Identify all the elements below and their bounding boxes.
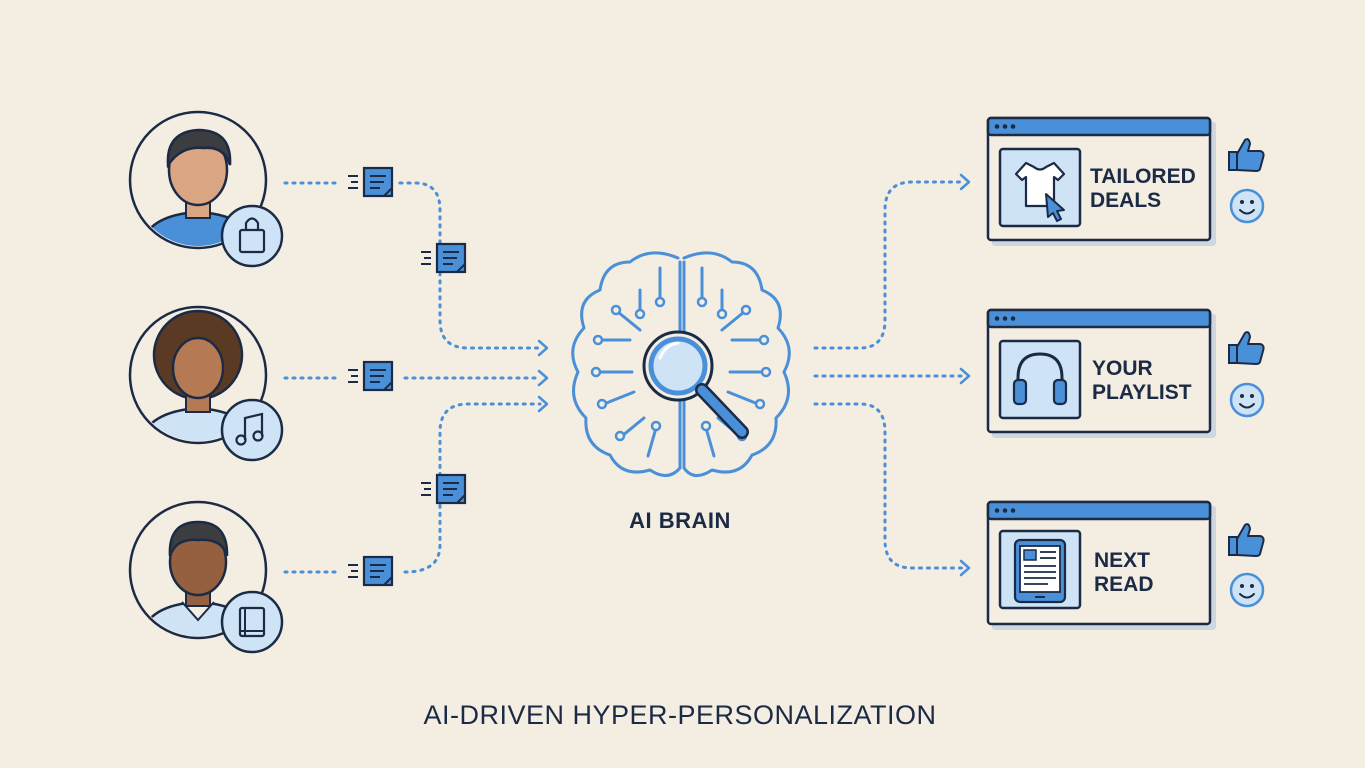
user-profile-3 — [128, 500, 284, 654]
connector-user3-brain — [403, 402, 542, 574]
arrowhead-icon — [959, 173, 971, 191]
connector-brain-output1 — [813, 180, 964, 350]
output-label-line1: TAILORED — [1090, 165, 1196, 188]
output-window-2: YOUR PLAYLIST — [986, 308, 1216, 438]
connector-user1-brain — [398, 181, 542, 350]
output-label-line2: READ — [1094, 573, 1154, 596]
smiley-icon — [1229, 572, 1265, 608]
output-label-line2: PLAYLIST — [1092, 381, 1192, 404]
shopping-bag-icon — [220, 204, 284, 268]
data-document-icon — [419, 242, 467, 274]
data-document-icon — [346, 360, 394, 392]
smiley-icon — [1229, 382, 1265, 418]
tablet-article-icon — [998, 529, 1082, 610]
thumbs-up-icon — [1228, 523, 1265, 557]
thumbs-up-icon — [1228, 138, 1265, 172]
headphones-icon — [998, 339, 1082, 420]
connector-brain-output3 — [813, 402, 964, 570]
data-document-icon — [419, 473, 467, 505]
data-document-icon — [346, 555, 394, 587]
music-note-icon — [220, 398, 284, 462]
diagram-title: AI-DRIVEN HYPER-PERSONALIZATION — [423, 700, 937, 730]
output-window-3: NEXT READ — [986, 500, 1216, 630]
arrowhead-icon — [537, 339, 549, 357]
thumbs-up-icon — [1228, 331, 1265, 365]
user-profile-2 — [128, 305, 284, 462]
output-label-line1: NEXT — [1094, 549, 1150, 572]
book-icon — [220, 590, 284, 654]
tshirt-cursor-icon — [998, 147, 1082, 228]
brain-magnifier-icon — [571, 251, 791, 477]
arrowhead-icon — [537, 369, 549, 387]
output-window-1: TAILORED DEALS — [986, 116, 1216, 246]
output-label-line2: DEALS — [1090, 189, 1161, 212]
data-document-icon — [346, 166, 394, 198]
ai-brain-label: AI BRAIN — [629, 508, 731, 533]
smiley-icon — [1229, 188, 1265, 224]
output-label-line1: YOUR — [1092, 357, 1153, 380]
user-profile-1 — [128, 110, 284, 268]
